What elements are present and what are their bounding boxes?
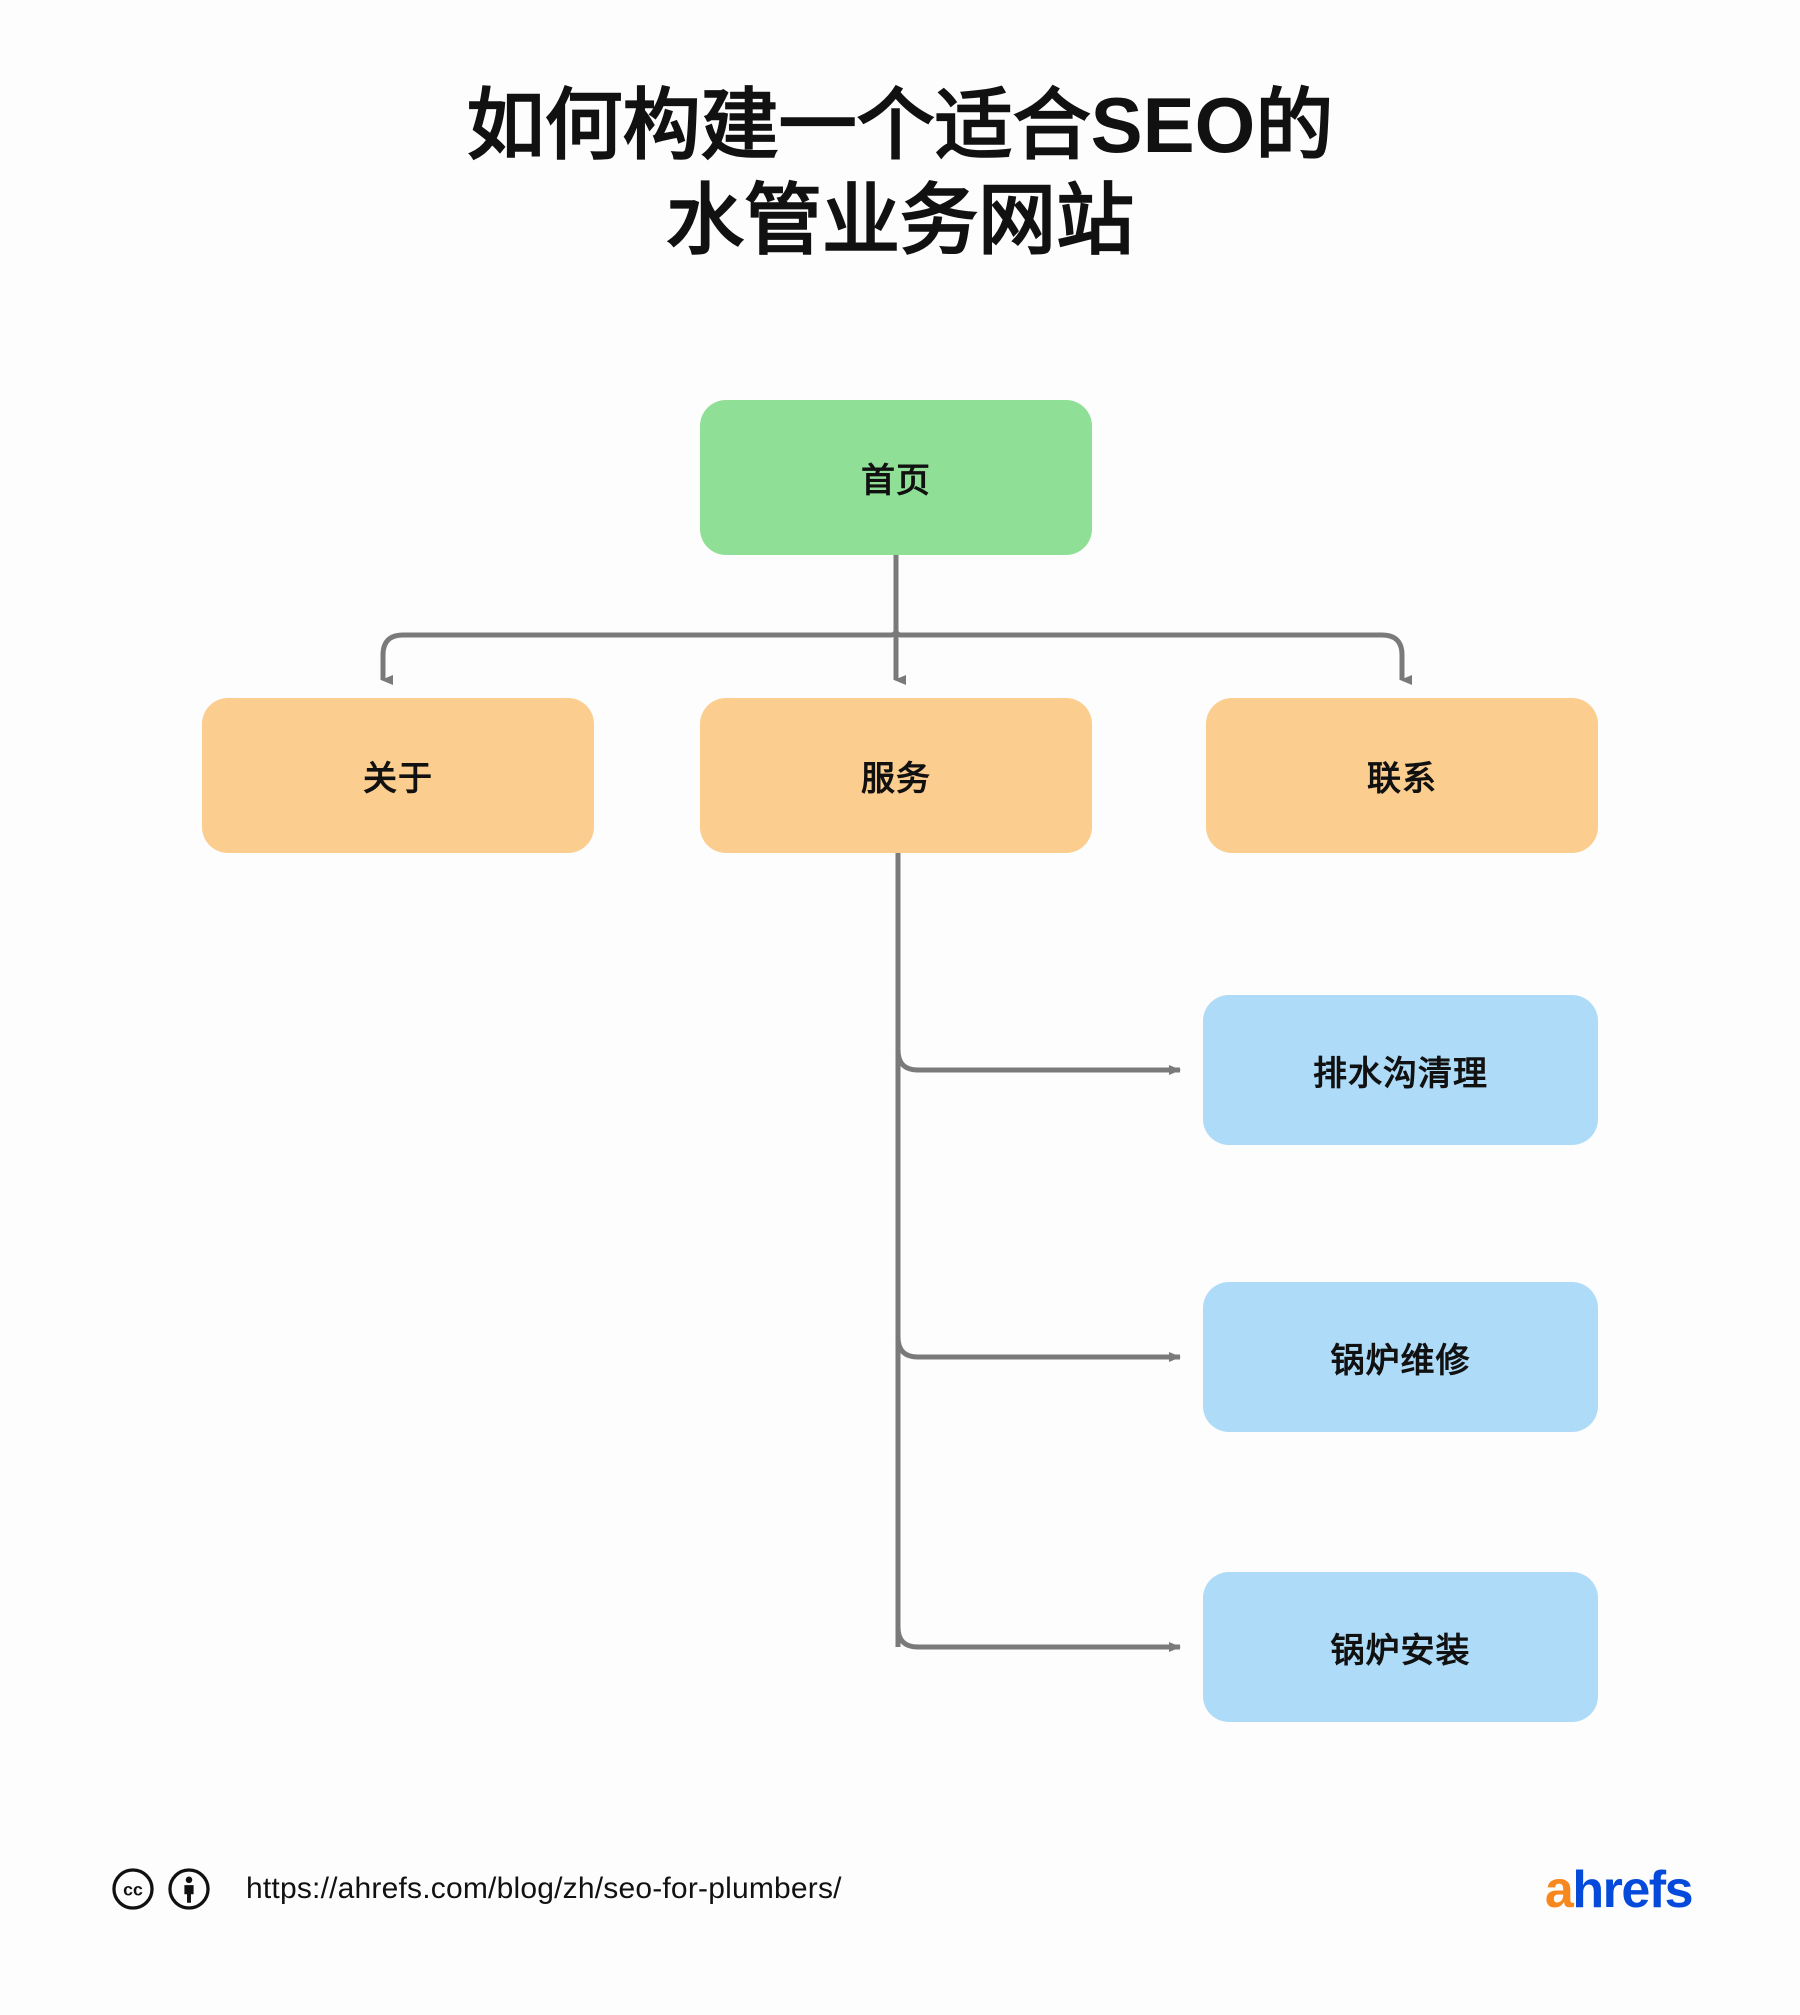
ahrefs-logo-wordmark: hrefs [1572,1861,1693,1919]
node-home-label: 首页 [861,462,931,500]
creative-commons-icon: cc [112,1868,154,1910]
edge-bus-left [380,629,899,670]
page-title-line-2: 水管业务网站 [665,176,1134,265]
node-about[interactable]: 关于 [202,698,594,853]
ahrefs-logo-letter-a: a [1544,1861,1574,1919]
footer-license-and-url: cc https://ahrefs.com/blog/zh/seo-for-pl… [112,1868,842,1910]
node-boiler-repair-label: 锅炉维修 [1330,1341,1471,1380]
edge-services-to-boiler-repair [895,1336,1181,1362]
ahrefs-logo[interactable]: ahrefs [1544,1861,1694,1919]
node-contact-label: 联系 [1367,760,1437,798]
node-gutter-cleaning-label: 排水沟清理 [1313,1054,1488,1093]
edge-services-to-boiler-install [895,1626,1181,1652]
source-url[interactable]: https://ahrefs.com/blog/zh/seo-for-plumb… [246,1872,842,1905]
node-gutter-cleaning[interactable]: 排水沟清理 [1203,995,1598,1145]
svg-text:cc: cc [123,1880,143,1900]
cc-by-attribution-icon [168,1868,210,1910]
node-boiler-installation-label: 锅炉安装 [1330,1631,1471,1670]
node-home[interactable]: 首页 [700,400,1092,555]
footer: cc https://ahrefs.com/blog/zh/seo-for-pl… [0,1830,1800,2015]
edge-bus-right [893,629,1405,670]
node-boiler-repair[interactable]: 锅炉维修 [1203,1282,1598,1432]
node-contact[interactable]: 联系 [1206,698,1598,853]
page-title: 如何构建一个适合SEO的 水管业务网站 [0,78,1800,268]
edge-services-to-gutter [895,1049,1181,1075]
page-title-line-1: 如何构建一个适合SEO的 [466,81,1334,169]
diagram-connectors [380,555,1412,1652]
node-services[interactable]: 服务 [700,698,1092,853]
node-boiler-installation[interactable]: 锅炉安装 [1203,1572,1598,1722]
node-about-label: 关于 [363,760,433,798]
node-services-label: 服务 [861,760,931,798]
